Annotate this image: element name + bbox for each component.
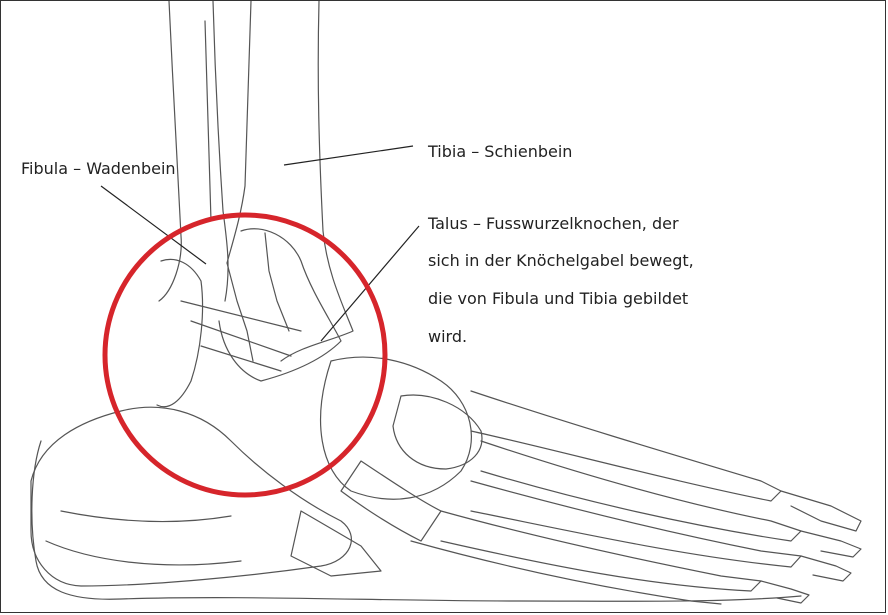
toe-4 <box>761 581 809 603</box>
toe-1 <box>781 491 861 531</box>
calcaneus-bone <box>31 407 351 586</box>
talus-label-line: wird. <box>428 327 467 346</box>
talus-label-line: Talus – Fusswurzelknochen, der <box>428 214 679 233</box>
talus-leader-line <box>321 226 419 341</box>
ankle-highlight-circle <box>105 215 385 495</box>
toe-2 <box>801 531 861 557</box>
metatarsal-3 <box>471 481 801 567</box>
tibia-bone <box>281 1 353 361</box>
metatarsal-2 <box>481 441 801 541</box>
navicular-bone <box>393 395 482 469</box>
toe-3 <box>801 556 851 581</box>
fibula-bone <box>159 1 181 301</box>
talus-bone <box>219 229 341 381</box>
talus-label-line: sich in der Knöchelgabel bewegt, <box>428 251 694 270</box>
metatarsal-1 <box>471 391 781 501</box>
tibia-label: Tibia – Schienbein <box>428 144 572 160</box>
tibia-leader-line <box>284 146 413 165</box>
metatarsal-4 <box>441 511 761 591</box>
fibula-label: Fibula – Wadenbein <box>21 161 176 177</box>
talus-label-line: die von Fibula und Tibia gebildet <box>428 289 688 308</box>
